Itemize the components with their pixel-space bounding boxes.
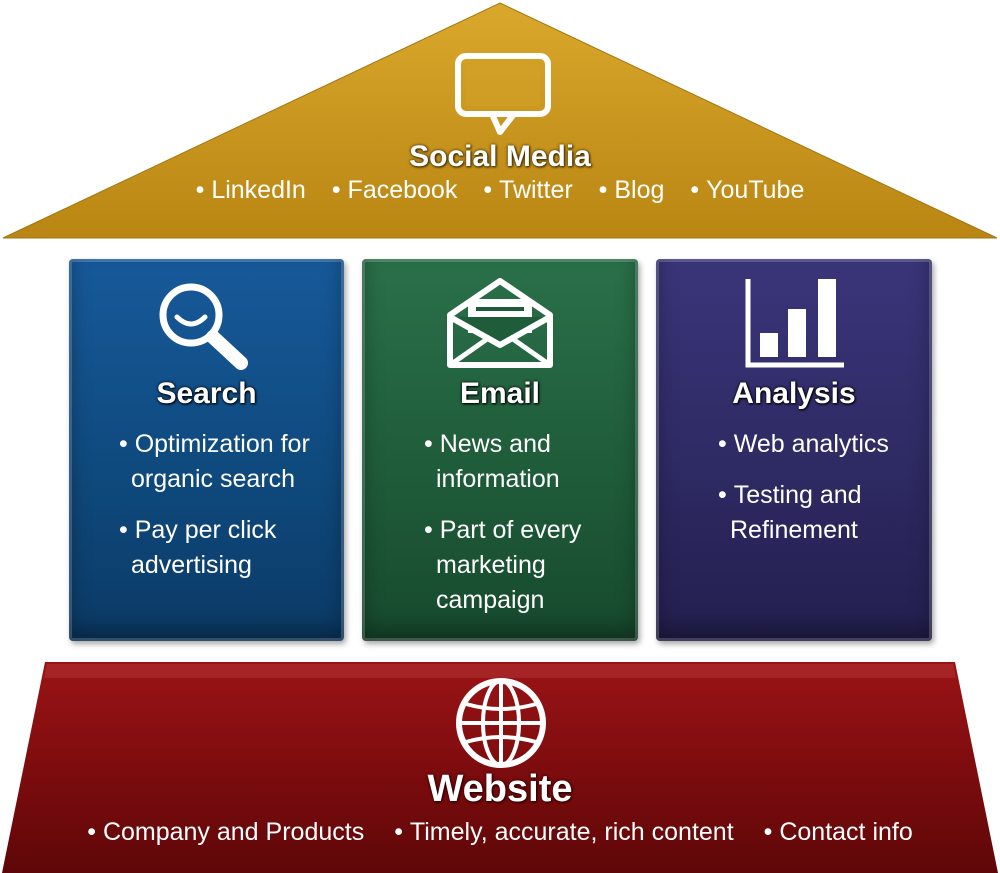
search-pillar: Search Optimization for organic search P… bbox=[69, 259, 344, 641]
envelope-icon bbox=[447, 278, 553, 368]
website-list: Company and Products Timely, accurate, r… bbox=[0, 818, 1000, 847]
social-media-item: Blog bbox=[599, 176, 664, 205]
search-title: Search bbox=[156, 377, 257, 410]
base-highlight bbox=[44, 664, 956, 678]
search-list: Optimization for organic search Pay per … bbox=[119, 427, 337, 599]
social-media-item: Facebook bbox=[332, 176, 458, 205]
analysis-pillar: Analysis Web analytics Testing and Refin… bbox=[656, 259, 932, 641]
search-item: Optimization for organic search bbox=[119, 427, 337, 497]
analysis-title: Analysis bbox=[732, 377, 856, 410]
email-title: Email bbox=[459, 377, 541, 410]
social-media-list: LinkedIn Facebook Twitter Blog YouTube bbox=[0, 176, 1000, 205]
social-media-item: YouTube bbox=[690, 176, 804, 205]
website-item: Company and Products bbox=[87, 818, 364, 847]
email-list: News and information Part of every marke… bbox=[424, 427, 630, 634]
globe-icon bbox=[456, 678, 546, 768]
website-item: Timely, accurate, rich content bbox=[394, 818, 734, 847]
bar-chart-icon bbox=[745, 279, 844, 368]
social-media-item: LinkedIn bbox=[196, 176, 306, 205]
analysis-list: Web analytics Testing and Refinement bbox=[718, 427, 924, 564]
chat-bubble-icon bbox=[455, 53, 551, 135]
search-item: Pay per click advertising bbox=[119, 513, 337, 583]
magnifier-icon bbox=[159, 283, 248, 370]
website-title: Website bbox=[427, 768, 573, 810]
email-pillar: Email News and information Part of every… bbox=[362, 259, 638, 641]
email-item: News and information bbox=[424, 427, 630, 497]
analysis-item: Web analytics bbox=[718, 427, 924, 462]
email-item: Part of every marketing campaign bbox=[424, 513, 630, 618]
analysis-item: Testing and Refinement bbox=[718, 478, 924, 548]
social-media-title: Social Media bbox=[409, 140, 591, 173]
website-item: Contact info bbox=[764, 818, 912, 847]
social-media-item: Twitter bbox=[483, 176, 573, 205]
